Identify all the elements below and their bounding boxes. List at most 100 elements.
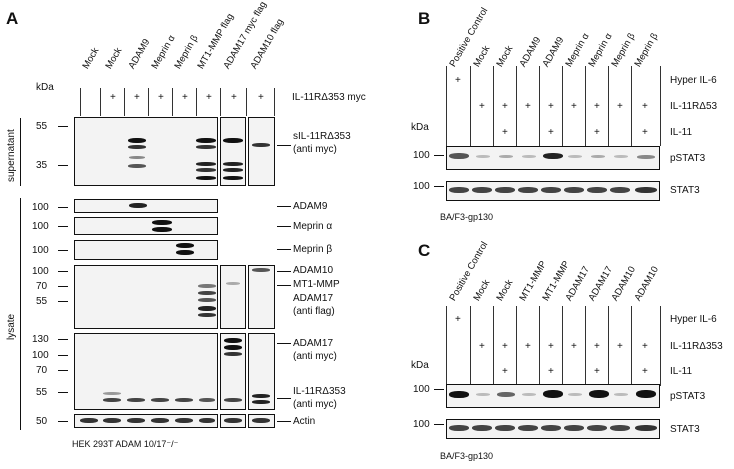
mw-label: 55: [36, 296, 48, 307]
mw-label: 100: [32, 350, 49, 361]
blot-supernatant-adam17: [220, 117, 246, 186]
blot-anti-flag-adam10: [248, 265, 275, 329]
mw-label: 50: [36, 416, 48, 427]
blot-anti-flag-adam17: [220, 265, 246, 329]
blot-meprin-beta: [74, 240, 218, 260]
anti-myc-label: (anti myc): [293, 351, 337, 362]
plus-mark: +: [479, 341, 485, 352]
mw-label: 55: [36, 387, 48, 398]
lysate-label: lysate: [6, 313, 17, 340]
plus-mark: +: [571, 341, 577, 352]
plus-mark: +: [502, 341, 508, 352]
blot-anti-flag: [74, 265, 218, 329]
adam17-label: ADAM17: [293, 293, 334, 304]
actin-label: Actin: [293, 416, 316, 427]
pstat3-label: pSTAT3: [670, 153, 706, 164]
blot-supernatant-adam10: [248, 117, 275, 186]
mw-label: 70: [36, 281, 48, 292]
hyper-il6-label: Hyper IL-6: [670, 75, 717, 86]
panel-c-footer: BA/F3-gp130: [440, 451, 494, 461]
blot-b-pstat3: [446, 146, 660, 170]
b-lane-label: Mock: [471, 43, 493, 69]
plus-mark: +: [548, 101, 554, 112]
mw-label: 100: [32, 202, 49, 213]
mw-label: 55: [36, 121, 48, 132]
mt1-mmp-label: MT1-MMP: [293, 279, 340, 290]
mw-label: 100: [413, 150, 430, 161]
panel-b-kda: kDa: [411, 122, 429, 133]
plus-mark: +: [642, 127, 648, 138]
plus-mark: +: [525, 101, 531, 112]
plus-mark: +: [134, 92, 140, 103]
pstat3-label: pSTAT3: [670, 391, 706, 402]
plus-mark: +: [642, 366, 648, 377]
mw-label: 100: [32, 266, 49, 277]
a-lane-label: ADAM9: [126, 37, 153, 71]
b-lane-label: ADAM9: [540, 35, 567, 69]
blot-actin: [74, 414, 218, 428]
adam17-myc-label: ADAM17: [293, 338, 334, 349]
il11-label: IL-11: [670, 127, 693, 138]
meprin-beta-label: Meprin β: [293, 244, 333, 255]
mw-label: 70: [36, 365, 48, 376]
blot-lysate-anti-myc: [74, 333, 218, 410]
mw-label: 100: [32, 221, 49, 232]
plus-mark: +: [455, 314, 461, 325]
plus-mark: +: [617, 101, 623, 112]
mw-label: 35: [36, 160, 48, 171]
panel-a-letter: A: [6, 9, 19, 28]
mw-label: 100: [413, 384, 430, 395]
plus-mark: +: [548, 366, 554, 377]
il11-label: IL-11: [670, 366, 693, 377]
a-lane-label: Mock: [103, 45, 125, 71]
plus-mark: +: [594, 341, 600, 352]
mw-label: 100: [413, 181, 430, 192]
panel-c-letter: C: [418, 241, 431, 260]
mw-label: 130: [32, 334, 49, 345]
blot-supernatant: [74, 117, 218, 186]
plus-mark: +: [258, 92, 264, 103]
b-lane-label: Mock: [494, 43, 516, 69]
panel-b-footer: BA/F3-gp130: [440, 212, 494, 222]
plus-mark: +: [642, 101, 648, 112]
panel-a-kda: kDa: [36, 82, 54, 93]
hyper-il6-label: Hyper IL-6: [670, 314, 717, 325]
blot-lysate-anti-myc-adam10: [248, 333, 275, 410]
anti-flag-label: (anti flag): [293, 306, 335, 317]
plus-mark: +: [594, 101, 600, 112]
c-lane-label: Mock: [494, 277, 516, 303]
receptor-label: IL-11RΔ53: [670, 101, 718, 112]
il11r-label: IL-11RΔ353: [293, 386, 346, 397]
plus-mark: +: [158, 92, 164, 103]
panel-a-footer: HEK 293T ADAM 10/17⁻/⁻: [72, 439, 179, 449]
a-lane-label: Mock: [80, 45, 102, 71]
plus-mark: +: [502, 366, 508, 377]
sil-label: sIL-11RΔ353: [293, 131, 351, 142]
blot-meprin-alpha: [74, 217, 218, 235]
mw-label: 100: [32, 245, 49, 256]
plus-mark: +: [642, 341, 648, 352]
plus-mark: +: [594, 127, 600, 138]
adam9-label: ADAM9: [293, 201, 328, 212]
plus-mark: +: [571, 101, 577, 112]
meprin-alpha-label: Meprin α: [293, 221, 333, 232]
plus-mark: +: [206, 92, 212, 103]
plus-mark: +: [502, 127, 508, 138]
plus-mark: +: [548, 127, 554, 138]
plus-mark: +: [479, 101, 485, 112]
plus-mark: +: [231, 92, 237, 103]
panel-b-letter: B: [418, 9, 431, 28]
receptor-label: IL-11RΔ353: [670, 341, 723, 352]
anti-myc-label: (anti myc): [293, 144, 337, 155]
plus-mark: +: [617, 341, 623, 352]
mw-label: 100: [413, 419, 430, 430]
anti-myc-label: (anti myc): [293, 399, 337, 410]
stat3-label: STAT3: [670, 424, 700, 435]
plus-mark: +: [455, 75, 461, 86]
plus-mark: +: [594, 366, 600, 377]
b-lane-label: ADAM9: [517, 35, 544, 69]
plus-mark: +: [548, 341, 554, 352]
supernatant-label: supernatant: [6, 129, 17, 182]
plus-mark: +: [502, 101, 508, 112]
